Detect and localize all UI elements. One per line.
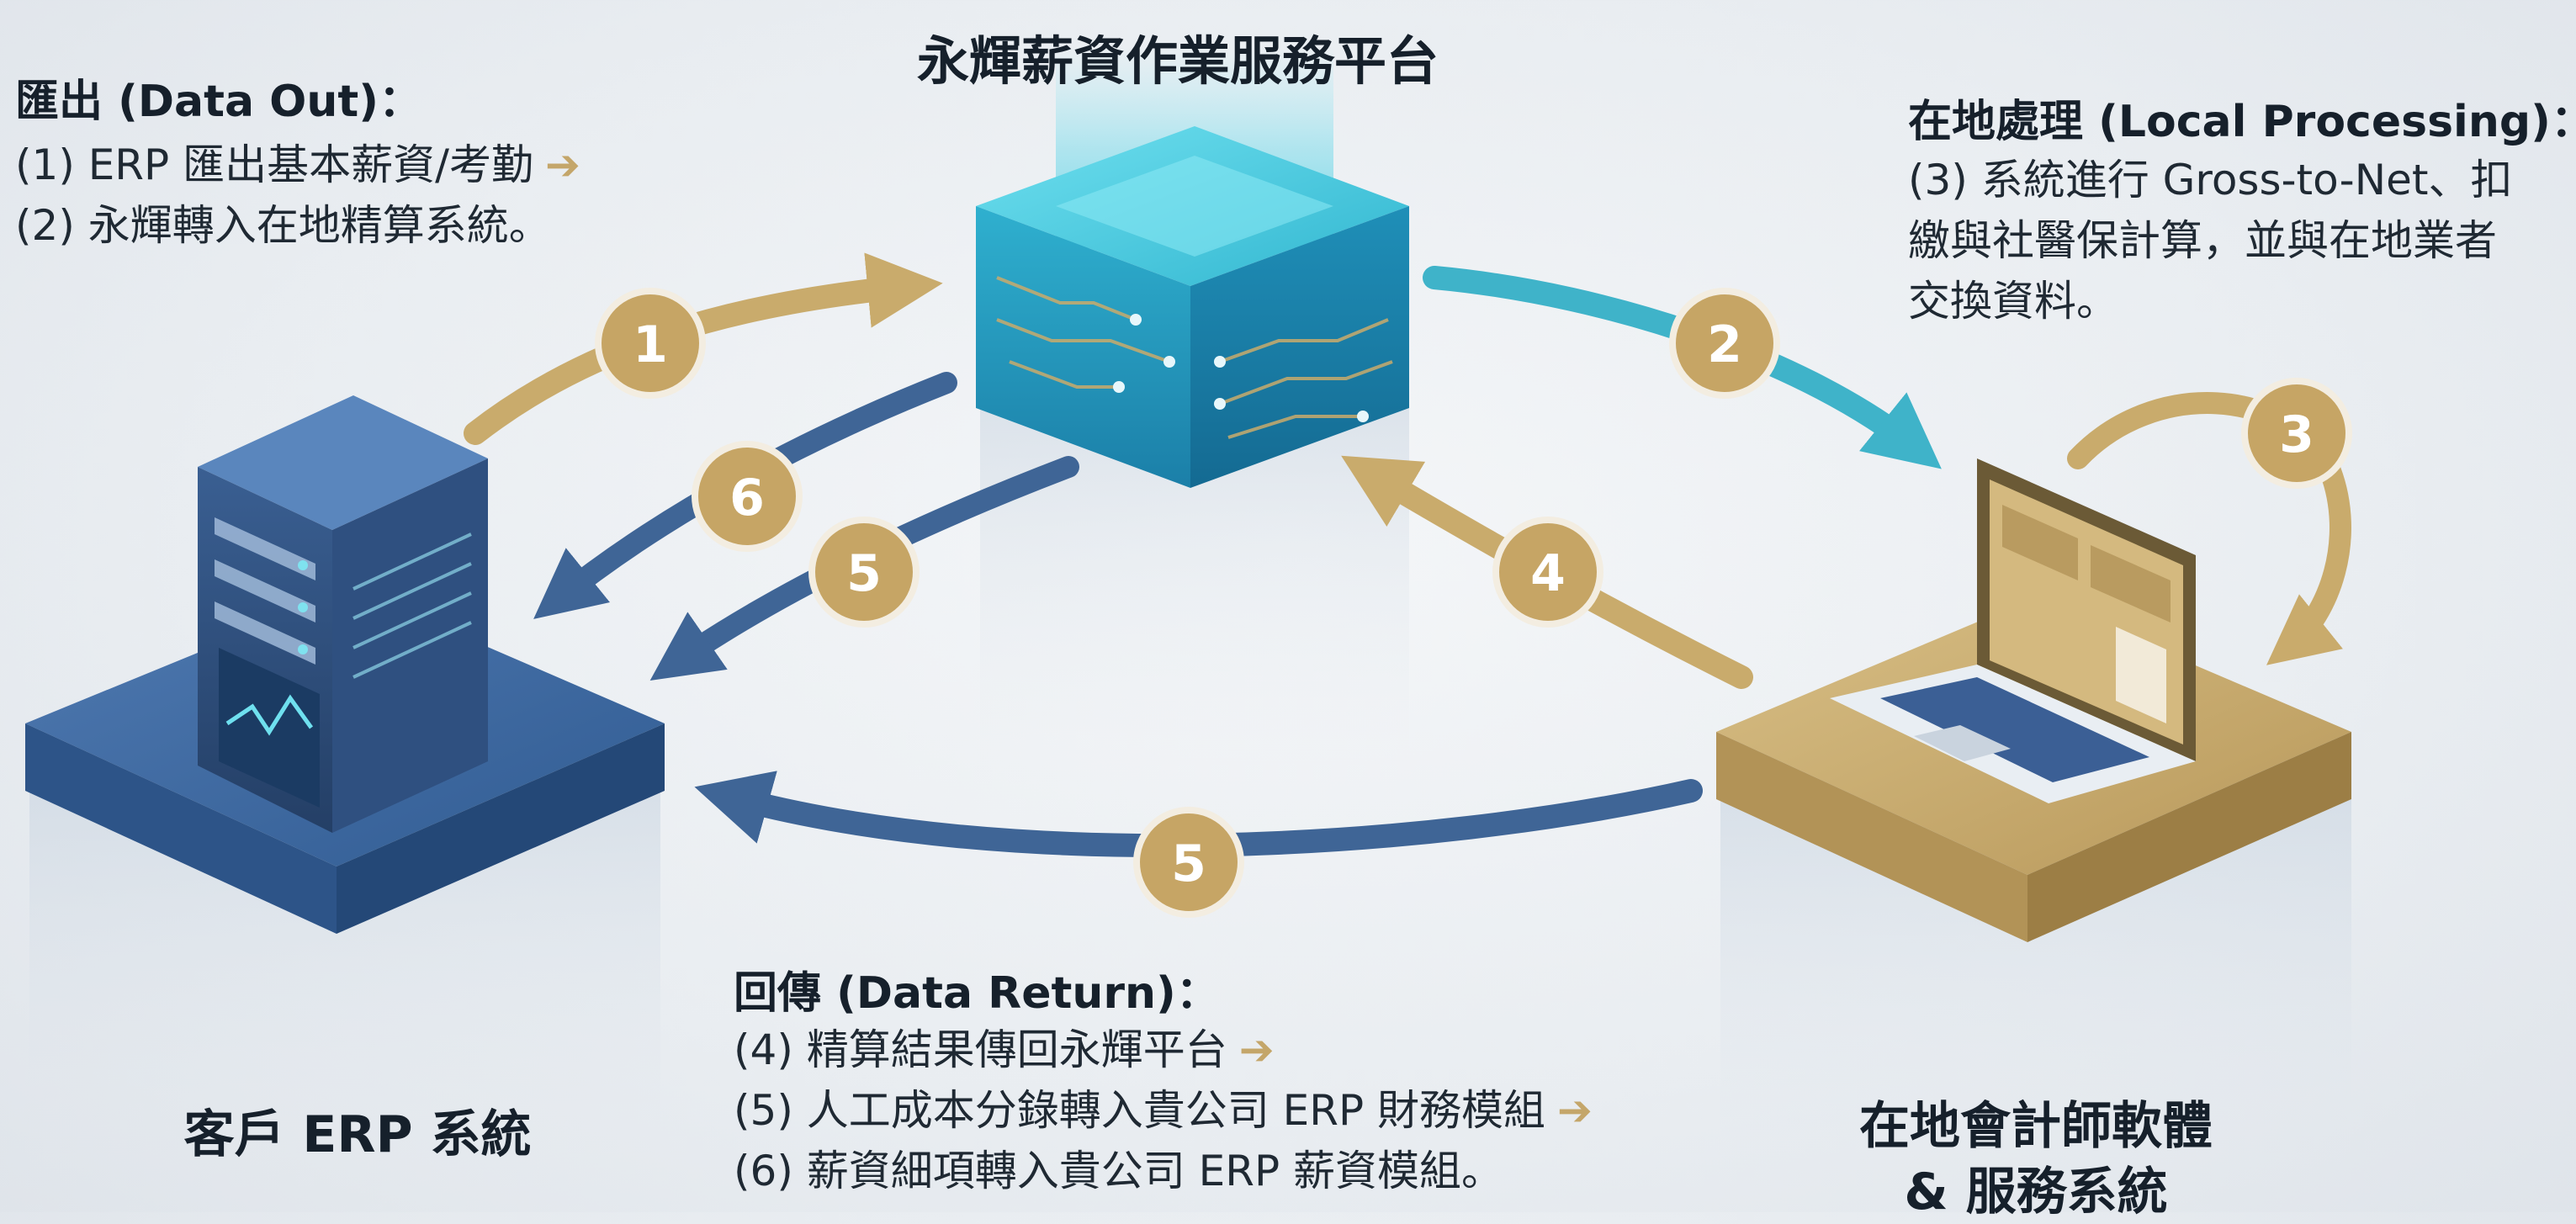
local-line-3: 交換資料。 bbox=[1908, 277, 2118, 326]
laptop-keyboard bbox=[1880, 677, 2149, 782]
badge-step-6: 6 bbox=[692, 441, 803, 552]
server-chart-line bbox=[225, 694, 314, 736]
data-return-heading: 回傳 (Data Return)： bbox=[734, 968, 1220, 1019]
data-out-line-1: (1) ERP 匯出基本薪資/考勤➔ bbox=[15, 135, 580, 195]
badge-step-5-lower: 5 bbox=[1133, 807, 1244, 918]
cube-left bbox=[976, 206, 1190, 488]
data-return-line-2-text: (5) 人工成本分錄轉入貴公司 ERP 財務模組 bbox=[734, 1086, 1545, 1135]
laptop-touchpad bbox=[1914, 725, 2011, 761]
data-return-line-1-text: (4) 精算結果傳回永輝平台 bbox=[734, 1025, 1227, 1074]
server-slots bbox=[215, 517, 315, 665]
badge-step-2-label: 2 bbox=[1707, 315, 1742, 374]
badge-step-6-label: 6 bbox=[729, 469, 765, 527]
platform-node bbox=[976, 46, 1409, 766]
circuit-nodes bbox=[1113, 314, 1369, 422]
server-screen bbox=[219, 648, 320, 808]
arrow-right-icon: ➔ bbox=[544, 140, 580, 189]
accountant-node bbox=[1716, 458, 2351, 1195]
arrow-right-icon: ➔ bbox=[1557, 1086, 1593, 1135]
badge-step-5-lower-label: 5 bbox=[1171, 835, 1206, 893]
platform-title: 永輝薪資作業服務平台 bbox=[917, 30, 1439, 92]
server-side bbox=[332, 458, 488, 833]
data-out-line-2: (2) 永輝轉入在地精算系統。 bbox=[15, 201, 551, 250]
accountant-base-left bbox=[1716, 732, 2027, 942]
step-badges: 1 2 3 4 6 5 5 bbox=[595, 288, 2352, 918]
server-leds bbox=[298, 560, 308, 654]
data-return-line-1: (4) 精算結果傳回永輝平台➔ bbox=[734, 1020, 1275, 1080]
badge-step-3: 3 bbox=[2241, 378, 2352, 489]
badge-step-3-label: 3 bbox=[2279, 405, 2314, 464]
local-line-1: (3) 系統進行 Gross-to-Net、扣 bbox=[1908, 156, 2513, 204]
calculator-icon bbox=[2116, 627, 2166, 723]
badge-step-1-label: 1 bbox=[633, 315, 668, 374]
server-side-lines bbox=[352, 533, 472, 679]
erp-node-label: 客戶 ERP 系統 bbox=[183, 1105, 532, 1164]
accountant-node-label-2: & 服務系統 bbox=[1904, 1163, 2168, 1221]
laptop-ui-panels bbox=[2002, 505, 2171, 623]
erp-base-right bbox=[337, 723, 665, 934]
local-heading: 在地處理 (Local Processing)： bbox=[1908, 97, 2576, 147]
badge-step-5-upper: 5 bbox=[808, 517, 920, 628]
badge-step-4-label: 4 bbox=[1530, 544, 1566, 603]
erp-node bbox=[25, 395, 665, 1186]
circuit-traces bbox=[996, 276, 1393, 439]
server-top bbox=[198, 395, 488, 530]
arrow-right-icon: ➔ bbox=[1238, 1025, 1275, 1074]
data-out-heading: 匯出 (Data Out)： bbox=[15, 77, 423, 127]
badge-step-4: 4 bbox=[1492, 517, 1603, 628]
data-return-line-3: (6) 薪資細項轉入貴公司 ERP 薪資模組。 bbox=[734, 1147, 1503, 1195]
accountant-node-label-1: 在地會計師軟體 bbox=[1859, 1097, 2213, 1156]
data-out-line-1-text: (1) ERP 匯出基本薪資/考勤 bbox=[15, 140, 533, 189]
accountant-base-right bbox=[2027, 732, 2351, 942]
badge-step-1: 1 bbox=[595, 288, 706, 399]
badge-step-5-upper-label: 5 bbox=[846, 544, 882, 603]
badge-step-2: 2 bbox=[1669, 288, 1780, 399]
data-return-line-2: (5) 人工成本分錄轉入貴公司 ERP 財務模組➔ bbox=[734, 1080, 1593, 1141]
erp-base-left bbox=[25, 723, 337, 934]
local-line-2: 繳與社醫保計算，並與在地業者 bbox=[1908, 216, 2497, 265]
